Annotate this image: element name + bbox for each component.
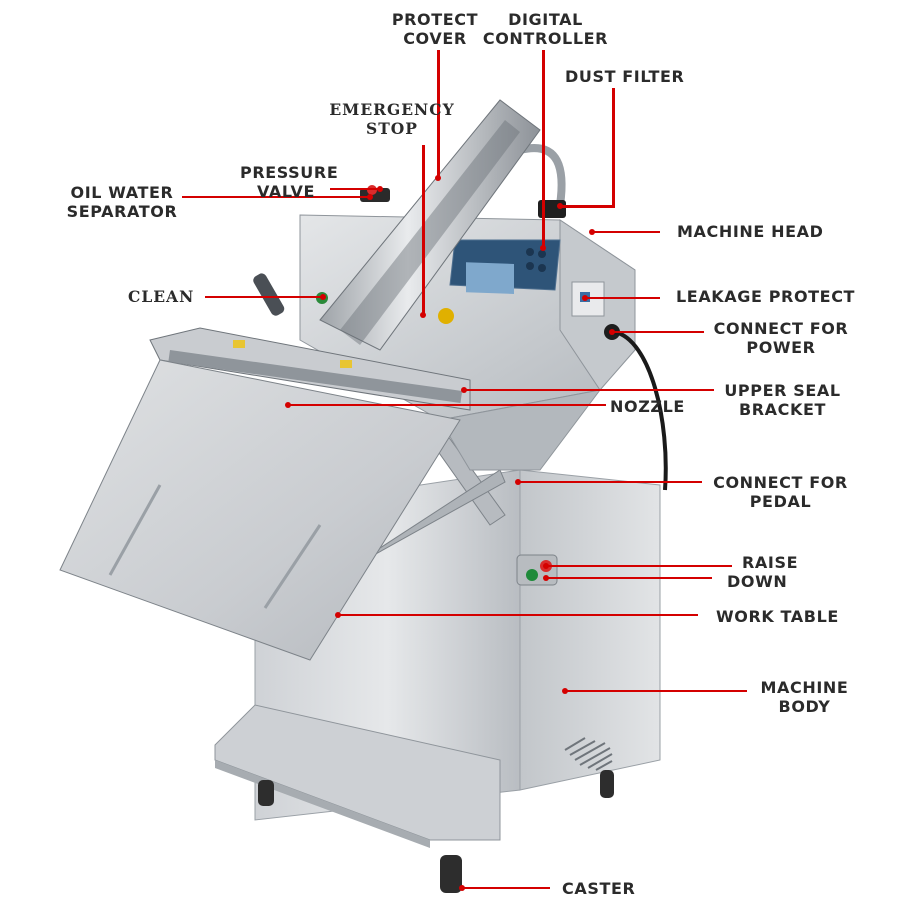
label-emergency-stop: EMERGENCY STOP [329,100,455,138]
body-side-panel [519,469,661,791]
leakage-protect-box [571,281,605,317]
emergency-stop-knob [438,308,454,324]
label-dust-filter: DUST FILTER [565,67,685,86]
label-down: DOWN [727,572,788,591]
dust-filter-hose [519,144,566,206]
label-nozzle: NOZZLE [610,397,685,416]
label-machine-head: MACHINE HEAD [677,222,824,241]
label-raise: RAISE [742,553,799,572]
controller-display [466,262,514,294]
label-digital-controller: DIGITAL CONTROLLER [482,10,609,48]
label-connect-for-pedal: CONNECT FOR PEDAL [713,473,848,511]
vent-grille [564,737,613,771]
nozzle-bar [168,350,463,403]
label-caster: CASTER [562,879,636,898]
down-button [526,569,538,581]
label-machine-body: MACHINE BODY [760,678,849,716]
label-clean: CLEAN [128,287,195,306]
label-connect-for-power: CONNECT FOR POWER [713,319,849,357]
label-upper-seal-bracket: UPPER SEAL BRACKET [724,381,841,419]
label-pressure-valve: PRESSURE VALVE [240,163,339,201]
label-leakage-protect: LEAKAGE PROTECT [676,287,856,306]
power-cable [614,330,668,491]
label-protect-cover: PROTECT COVER [391,10,479,48]
controller-keys [526,248,546,272]
warning-stickers [233,340,245,348]
work-table [59,359,461,661]
casters [258,770,614,893]
label-work-table: WORK TABLE [716,607,839,626]
raise-down-panel [516,554,558,586]
protect-cover [319,99,541,351]
clean-handle [253,273,285,316]
label-oil-water-separator: OIL WATER SEPARATOR [66,183,178,221]
